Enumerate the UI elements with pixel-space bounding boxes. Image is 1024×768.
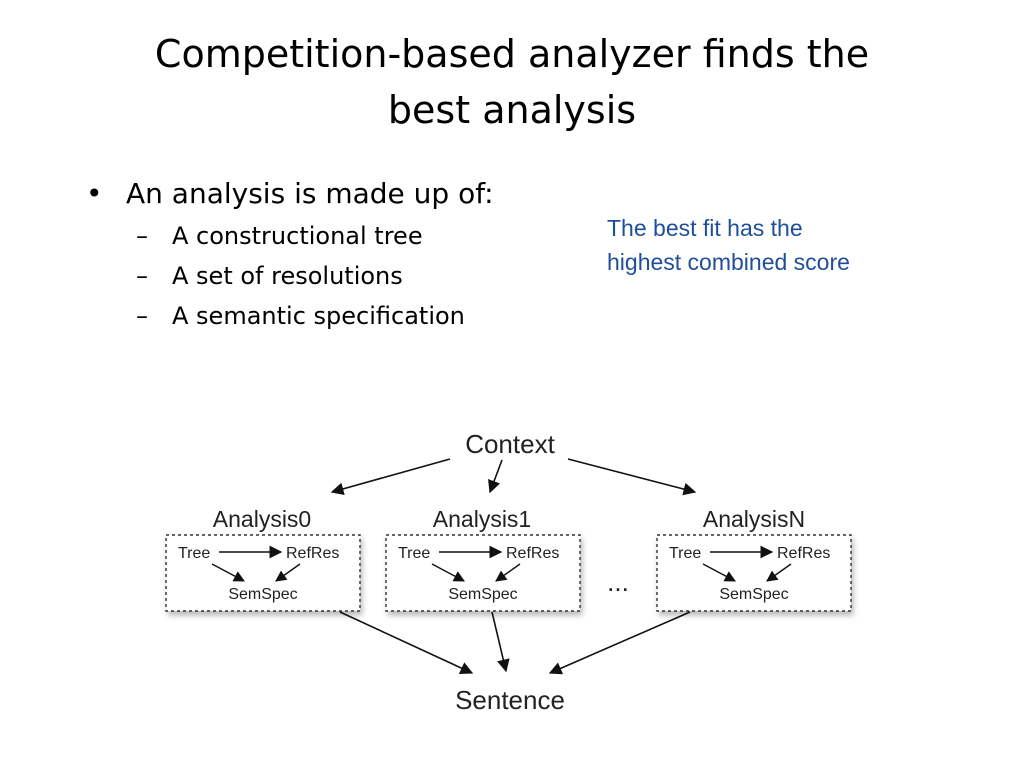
sub-bullet: –A set of resolutions [86, 256, 494, 296]
arrow-tree-to-semspec [211, 563, 245, 582]
analysis-diagram: Context Analysis0 Tree RefRes SemSpec An… [165, 429, 852, 715]
sub-bullet: –A constructional tree [86, 216, 494, 256]
sentence-label: Sentence [455, 685, 565, 715]
analysis-box [656, 534, 852, 612]
sub-bullet-text: A constructional tree [172, 222, 423, 250]
arrow-tree-to-semspec [702, 563, 736, 582]
tree-label: Tree [669, 545, 701, 562]
callout-line-2: highest combined score [607, 249, 850, 275]
dash-icon: – [136, 302, 148, 330]
context-label: Context [465, 429, 555, 459]
analysis-name: AnalysisN [703, 506, 805, 532]
main-bullet-text: An analysis is made up of: [126, 177, 494, 210]
analysis-block: Analysis1 Tree RefRes SemSpec [385, 506, 581, 612]
arrow-refres-to-semspec [766, 563, 792, 582]
dash-icon: – [136, 262, 148, 290]
analysis-box [165, 534, 361, 612]
refres-label: RefRes [286, 545, 339, 562]
arrow-context-to-analysisN [567, 458, 697, 496]
bullet-dot-icon: • [86, 177, 103, 210]
arrow-analysis1-to-sentence [491, 611, 510, 673]
arrow-refres-to-semspec [495, 563, 521, 582]
analysis-block: Analysis0 Tree RefRes SemSpec [165, 506, 361, 612]
arrow-refres-to-semspec [275, 563, 301, 582]
analysis-name: Analysis1 [433, 506, 531, 532]
sub-bullet: –A semantic specification [86, 296, 494, 336]
callout-note: The best fit has the highest combined sc… [607, 211, 850, 279]
arrow-analysisN-to-sentence [548, 611, 691, 675]
sub-bullet-text: A set of resolutions [172, 262, 403, 290]
callout-line-1: The best fit has the [607, 215, 803, 241]
title-line-1: Competition-based analyzer finds the [154, 32, 870, 76]
tree-label: Tree [398, 545, 430, 562]
tree-label: Tree [178, 545, 210, 562]
bullet-list: • An analysis is made up of: –A construc… [86, 172, 494, 336]
arrow-analysis0-to-sentence [339, 611, 474, 674]
refres-label: RefRes [506, 545, 559, 562]
analysis-name: Analysis0 [213, 506, 311, 532]
arrow-tree-to-semspec [431, 563, 465, 582]
semspec-label: SemSpec [719, 586, 788, 603]
arrow-context-to-analysis0 [330, 458, 451, 496]
analysis-block: AnalysisN Tree RefRes SemSpec [656, 506, 852, 612]
semspec-label: SemSpec [448, 586, 517, 603]
semspec-label: SemSpec [228, 586, 297, 603]
sub-bullet-text: A semantic specification [172, 302, 465, 330]
arrow-context-to-analysis1 [488, 459, 503, 494]
analysis-box [385, 534, 581, 612]
title-line-2: best analysis [387, 88, 637, 132]
sub-bullet-list: –A constructional tree –A set of resolut… [86, 216, 494, 336]
ellipsis-label: ... [607, 567, 629, 597]
dash-icon: – [136, 222, 148, 250]
main-bullet: • An analysis is made up of: [86, 172, 494, 216]
refres-label: RefRes [777, 545, 830, 562]
slide-title: Competition-based analyzer finds the bes… [60, 26, 964, 138]
